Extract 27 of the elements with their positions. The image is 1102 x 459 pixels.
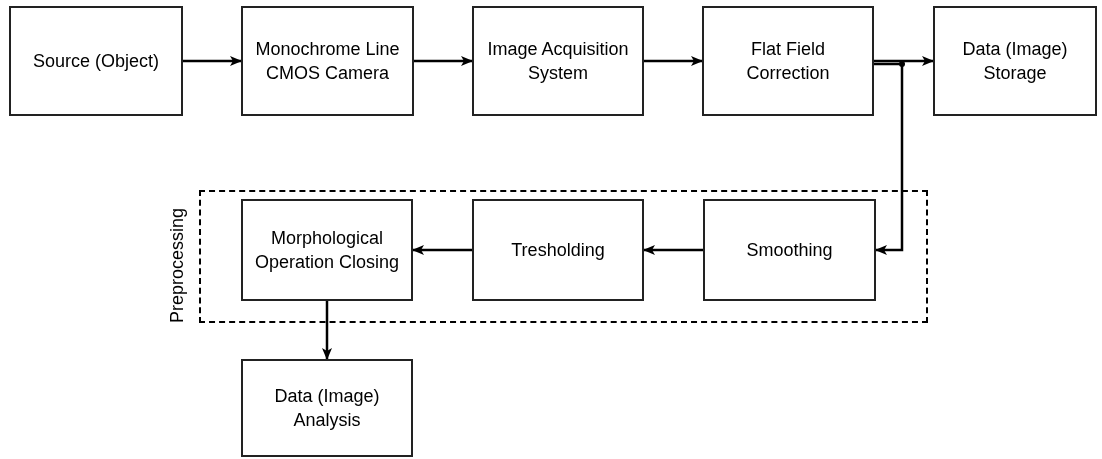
process-box [9,6,183,116]
box-label: Data (Image) Storage [961,38,1069,85]
box-label: Monochrome Line CMOS Camera [254,38,401,85]
group-label: Preprocessing [166,207,188,323]
arrow [412,245,472,255]
process-box [472,199,644,301]
process-box [241,199,413,301]
box-label: Source (Object) [32,50,159,73]
arrow [183,56,242,66]
box-label: Tresholding [511,239,605,262]
process-box [241,359,413,457]
arrow [414,56,473,66]
box-label: Image Acquisition System [486,38,630,85]
arrow [874,56,934,66]
process-box [241,6,414,116]
process-box [702,6,874,116]
box-label: Morphological Operation Closing [253,227,401,274]
arrow [643,245,703,255]
process-box [933,6,1097,116]
box-label: Smoothing [746,239,833,262]
box-label: Data (Image) Analysis [273,385,381,432]
arrow [644,56,703,66]
process-box [703,199,876,301]
arrow [874,62,904,255]
box-label: Flat Field Correction [745,38,831,85]
process-box [472,6,644,116]
arrow [322,301,332,360]
